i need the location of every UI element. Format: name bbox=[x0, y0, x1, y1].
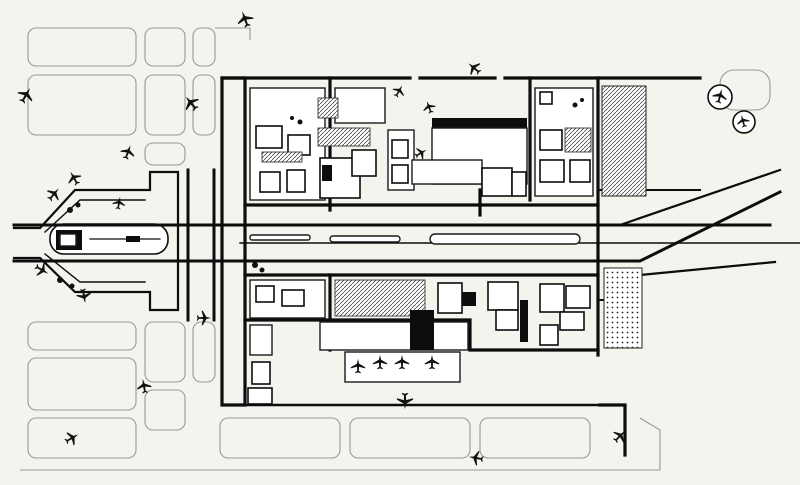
freeway-medians bbox=[249, 233, 581, 245]
tree-icon bbox=[57, 98, 584, 289]
north-district bbox=[249, 87, 594, 201]
airplane-icon bbox=[234, 8, 256, 30]
airplane-icon bbox=[75, 287, 93, 305]
airplane-icon bbox=[43, 183, 65, 205]
west-terminal bbox=[12, 170, 180, 312]
airplane-icon bbox=[135, 377, 153, 395]
round-pavilions bbox=[707, 84, 756, 134]
airplane-icon bbox=[32, 260, 52, 280]
main-road-network bbox=[12, 76, 800, 457]
airplane-icon bbox=[196, 310, 212, 326]
airplane-icon bbox=[14, 83, 38, 107]
airplane-icon bbox=[609, 425, 631, 447]
airplane-icon bbox=[463, 57, 485, 79]
airplane-icon bbox=[420, 98, 438, 116]
airplane-icon bbox=[396, 392, 414, 410]
airplane-icon bbox=[111, 195, 127, 211]
airplane-icon bbox=[179, 91, 203, 115]
airplane-icon bbox=[390, 82, 408, 100]
airplane-icon bbox=[118, 142, 138, 162]
east-parking-field bbox=[601, 85, 647, 349]
south-district bbox=[247, 279, 591, 405]
airplane-icon bbox=[412, 144, 430, 162]
airplane-icon bbox=[64, 168, 84, 188]
airplane-icon bbox=[62, 428, 82, 448]
outer-taxiway-outlines bbox=[20, 27, 771, 471]
